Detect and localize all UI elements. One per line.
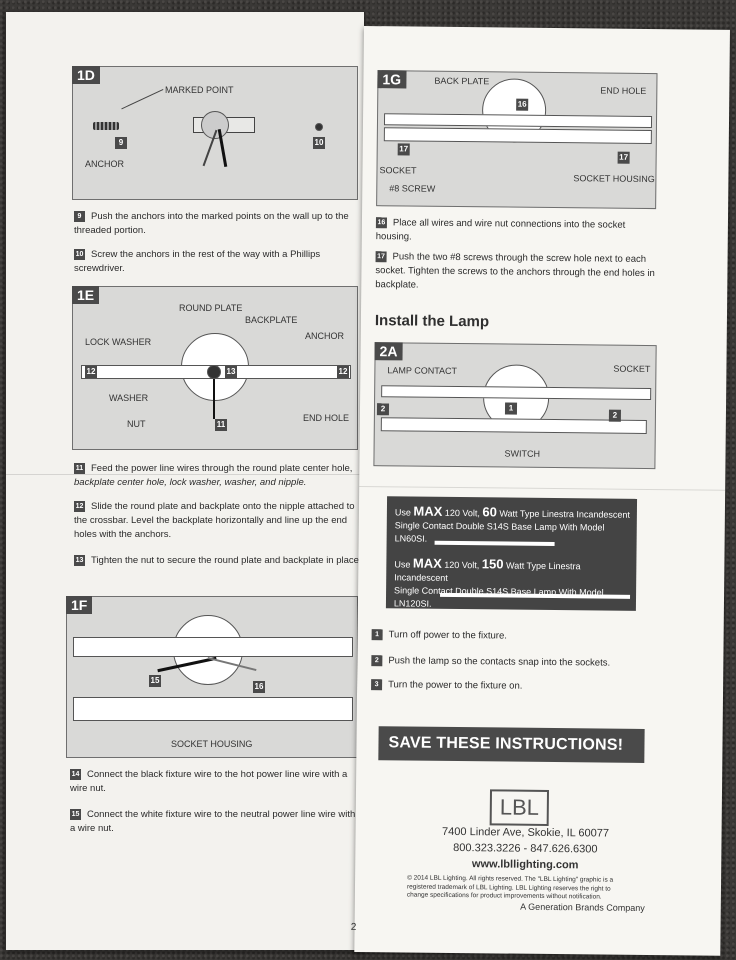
legal-text: © 2014 LBL Lighting. All rights reserved… [406, 874, 614, 901]
company-line: A Generation Brands Company [520, 901, 645, 913]
figure-2a: 2A LAMP CONTACT SOCKET 2 2 1 SWITCH [373, 342, 657, 470]
figure-badge: 1E [72, 286, 100, 304]
switch-label: SWITCH [504, 448, 541, 459]
callout-2: 2 [608, 409, 621, 422]
end-hole-label: END HOLE [600, 85, 647, 96]
lamp-contact-label: LAMP CONTACT [387, 365, 458, 376]
figure-1f: 1F 15 16 SOCKET HOUSING [66, 596, 358, 758]
figure-1g: 1G BACK PLATE END HOLE 16 17 17 SOCKET #… [376, 70, 658, 210]
address: 7400 Linder Ave, Skokie, IL 60077 [442, 825, 610, 840]
figure-badge: 1F [66, 596, 93, 614]
callout-12: 12 [85, 366, 97, 378]
washer-label: WASHER [109, 393, 149, 403]
end-hole-label: END HOLE [303, 413, 350, 423]
socket-housing-label: SOCKET HOUSING [573, 173, 655, 185]
socket-housing-graphic [383, 127, 652, 145]
callout-16: 16 [253, 681, 265, 693]
phones: 800.323.3226 - 847.626.6300 [453, 841, 598, 856]
lbl-logo: LBL [489, 789, 550, 826]
anchor-label: ANCHOR [305, 331, 345, 341]
callout-13: 13 [225, 366, 237, 378]
lock-washer-label: LOCK WASHER [85, 337, 152, 347]
leader-line [121, 89, 164, 110]
anchor-label: ANCHOR [85, 159, 125, 169]
callout-16: 16 [516, 98, 529, 111]
save-instructions-banner: SAVE THESE INSTRUCTIONS! [378, 726, 645, 763]
callout-9: 9 [115, 137, 127, 149]
figure-badge: 2A [374, 342, 403, 361]
fold-line [6, 474, 364, 475]
page-number: 2 [350, 921, 357, 933]
figure-badge: 1D [72, 66, 100, 84]
backplate-graphic [73, 637, 353, 657]
nipple-graphic [207, 365, 221, 379]
callout-1: 1 [504, 402, 518, 415]
wire-graphic [213, 379, 215, 419]
backplate-graphic [383, 113, 653, 129]
screw-label: #8 SCREW [389, 183, 436, 194]
socket-label: SOCKET [613, 363, 651, 375]
website: www.lbllighting.com [471, 858, 579, 872]
socket-housing-graphic [381, 385, 652, 401]
socket-housing-graphic [73, 697, 353, 721]
callout-17: 17 [617, 151, 630, 164]
callout-11: 11 [215, 419, 227, 431]
callout-17: 17 [397, 143, 410, 156]
spec-150w: Use MAX 120 Volt, 150 Watt Type Linestra… [393, 555, 604, 609]
callout-15: 15 [149, 675, 161, 687]
lamp-spec-box: Use MAX 120 Volt, 60 Watt Type Linestra … [385, 496, 638, 611]
socket-housing-label: SOCKET HOUSING [171, 739, 253, 749]
screw-graphic [315, 123, 323, 131]
back-plate-label: BACK PLATE [434, 75, 490, 87]
marked-point-label: MARKED POINT [165, 85, 234, 95]
figure-badge: 1G [377, 70, 407, 89]
backplate-label: BACKPLATE [245, 315, 298, 325]
lamp-graphic [380, 417, 647, 434]
round-plate-label: ROUND PLATE [179, 303, 243, 313]
callout-10: 10 [313, 137, 325, 149]
figure-1e: 1E ROUND PLATE BACKPLATE LOCK WASHER ANC… [72, 286, 358, 450]
install-lamp-heading: Install the Lamp [374, 312, 490, 331]
callout-12: 12 [337, 366, 349, 378]
fold-line [359, 485, 726, 491]
figure-1d: 1D MARKED POINT 9 ANCHOR 10 [72, 66, 358, 200]
socket-label: SOCKET [379, 165, 417, 176]
nut-label: NUT [127, 419, 146, 429]
anchor-graphic [93, 122, 119, 130]
right-page: 1G BACK PLATE END HOLE 16 17 17 SOCKET #… [351, 26, 730, 956]
callout-2: 2 [376, 403, 390, 416]
